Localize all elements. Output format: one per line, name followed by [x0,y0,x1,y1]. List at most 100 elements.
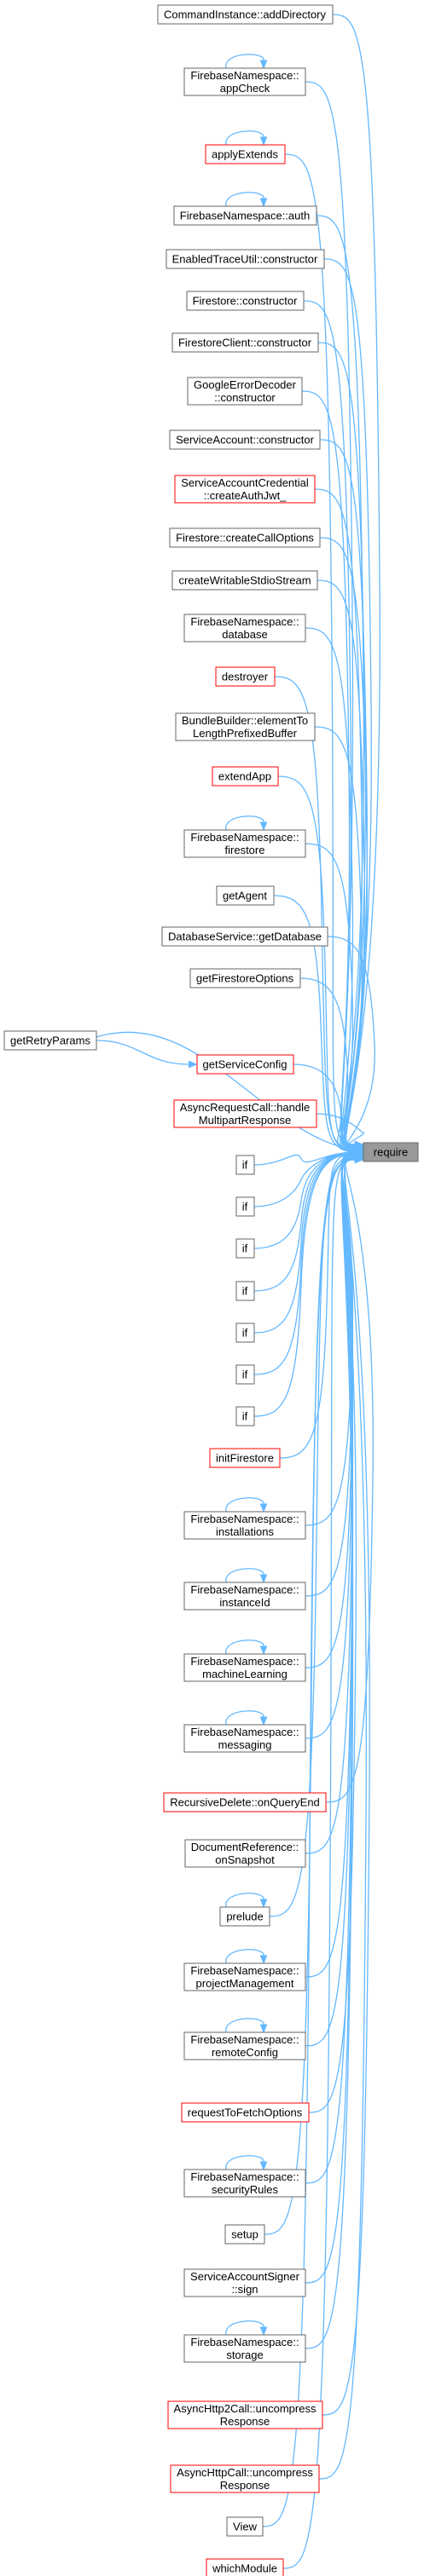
node-label: installations [216,1525,274,1538]
node-commandinstance-adddirectory[interactable]: CommandInstance::addDirectory [157,4,334,25]
node-extendapp[interactable]: extendApp [212,766,279,787]
node-enabledtraceutil-constructor[interactable]: EnabledTraceUtil::constructor [166,249,325,269]
node-createwritablestdiostream[interactable]: createWritableStdioStream [171,570,318,591]
node-label: createWritableStdioStream [178,574,311,587]
arrow-head [259,821,268,832]
self-loop-edge [225,130,264,146]
node-googleerrordecoder-constructor[interactable]: GoogleErrorDecoder::constructor [187,377,303,406]
node-label: if [242,1201,248,1213]
node-label: onSnapshot [215,1853,275,1866]
node-label: ::constructor [214,391,276,404]
self-loop-edge [225,54,264,69]
edge-to-require [299,977,356,1152]
node-firebasenamespace-database[interactable]: FirebaseNamespace::database [183,614,306,643]
nodes: require CommandInstance::addDirectoryFire… [3,4,419,2576]
node-destroyer[interactable]: destroyer [215,666,276,687]
node-whichmodule[interactable]: whichModule [206,2558,284,2576]
node-asyncrequestcall-handle-multipartresponse[interactable]: AsyncRequestCall::handleMultipartRespons… [173,1099,317,1128]
node-firebasenamespace-messaging[interactable]: FirebaseNamespace::messaging [183,1724,306,1753]
node-initfirestore[interactable]: initFirestore [209,1448,281,1468]
node-if[interactable]: if [235,1323,255,1343]
node-serviceaccountsigner-sign[interactable]: ServiceAccountSigner::sign [183,2268,306,2297]
node-getfirestoreoptions[interactable]: getFirestoreOptions [189,968,301,988]
node-label: getRetryParams [10,1034,90,1047]
node-label: CommandInstance::addDirectory [164,9,327,21]
node-label: ::sign [231,2283,258,2296]
node-getserviceconfig[interactable]: getServiceConfig [196,1054,294,1075]
node-box [183,1511,306,1540]
edge-to-require [305,1159,356,2349]
node-firebasenamespace-installations[interactable]: FirebaseNamespace::installations [183,1511,306,1540]
node-firebasenamespace-firestore[interactable]: FirebaseNamespace::firestore [183,829,306,858]
edge-to-require [262,1159,356,2527]
arrow-head [259,2161,268,2171]
node-box [184,1839,306,1868]
node-firebasenamespace-storage[interactable]: FirebaseNamespace::storage [183,2334,306,2363]
node-label: if [242,1327,248,1340]
node-if[interactable]: if [235,1281,255,1301]
node-box [163,1792,327,1812]
node-label: initFirestore [216,1452,274,1465]
node-box [169,429,321,450]
node-prelude[interactable]: prelude [219,1906,270,1927]
node-serviceaccountcredential-createauthjwt[interactable]: ServiceAccountCredential::createAuthJwt_ [174,475,316,504]
edge-to-require [318,1159,367,2480]
node-box [175,712,316,741]
node-firebasenamespace-projectmanagement[interactable]: FirebaseNamespace::projectManagement [183,1962,306,1991]
node-firebasenamespace-remoteconfig[interactable]: FirebaseNamespace::remoteConfig [183,2031,306,2060]
node-if[interactable]: if [235,1196,255,1217]
node-firebasenamespace-securityrules[interactable]: FirebaseNamespace::securityRules [183,2169,306,2198]
node-if[interactable]: if [235,1406,255,1426]
node-firebasenamespace-machinelearning[interactable]: FirebaseNamespace::machineLearning [183,1653,306,1682]
node-applyextends[interactable]: applyExtends [205,144,286,164]
edge-to-require [305,843,356,1151]
edge-to-require [273,895,356,1151]
node-label: instanceId [219,1596,270,1609]
node-label: MultipartResponse [199,1114,291,1127]
node-if[interactable]: if [235,1364,255,1385]
node-if[interactable]: if [235,1238,255,1259]
node-label: DatabaseService::getDatabase [168,931,322,943]
node-label: extendApp [218,770,271,783]
node-firebasenamespace-appcheck[interactable]: FirebaseNamespace::appCheck [183,67,306,96]
node-box [235,1238,255,1259]
node-recursivedelete-onqueryend[interactable]: RecursiveDelete::onQueryEnd [163,1792,327,1812]
node-label: View [233,2521,258,2533]
node-box [183,614,306,643]
node-label: ::createAuthJwt_ [204,489,288,502]
node-bundlebuilder-elementto-lengthprefixedbuffer[interactable]: BundleBuilder::elementToLengthPrefixedBu… [175,712,316,741]
node-firestore-createcalloptions[interactable]: Firestore::createCallOptions [169,527,321,548]
node-box [206,2558,284,2576]
node-requesttofetchoptions[interactable]: requestToFetchOptions [181,2102,310,2123]
node-serviceaccount-constructor[interactable]: ServiceAccount::constructor [169,429,321,450]
node-box [235,1406,255,1426]
node-getagent[interactable]: getAgent [216,885,275,906]
node-box [219,1906,270,1927]
edge-to-require [308,1158,357,2113]
node-box [235,1196,255,1217]
node-firestore-constructor[interactable]: Firestore::constructor [186,291,305,311]
node-firebasenamespace-auth[interactable]: FirebaseNamespace::auth [173,205,317,226]
node-getretryparams[interactable]: getRetryParams [3,1030,97,1051]
node-require[interactable]: require [363,1142,419,1162]
node-view[interactable]: View [226,2516,264,2537]
node-setup[interactable]: setup [224,2224,265,2245]
node-box [187,377,303,406]
node-if[interactable]: if [235,1155,255,1175]
node-label: prelude [226,1910,263,1923]
node-databaseservice-getdatabase[interactable]: DatabaseService::getDatabase [161,926,328,947]
node-label: appCheck [220,82,270,95]
node-documentreference-onsnapshot[interactable]: DocumentReference::onSnapshot [184,1839,306,1868]
node-firebasenamespace-instanceid[interactable]: FirebaseNamespace::instanceId [183,1582,306,1611]
node-box [171,332,319,353]
arrow-head [259,2024,268,2034]
node-label: DocumentReference:: [191,1841,299,1853]
edge-to-require [253,1152,356,1334]
node-label: GoogleErrorDecoder [194,378,297,391]
self-loop-edge [225,192,264,207]
node-label: ServiceAccountCredential [181,476,309,489]
arrow-head [259,60,268,70]
node-firestoreclient-constructor[interactable]: FirestoreClient::constructor [171,332,319,353]
